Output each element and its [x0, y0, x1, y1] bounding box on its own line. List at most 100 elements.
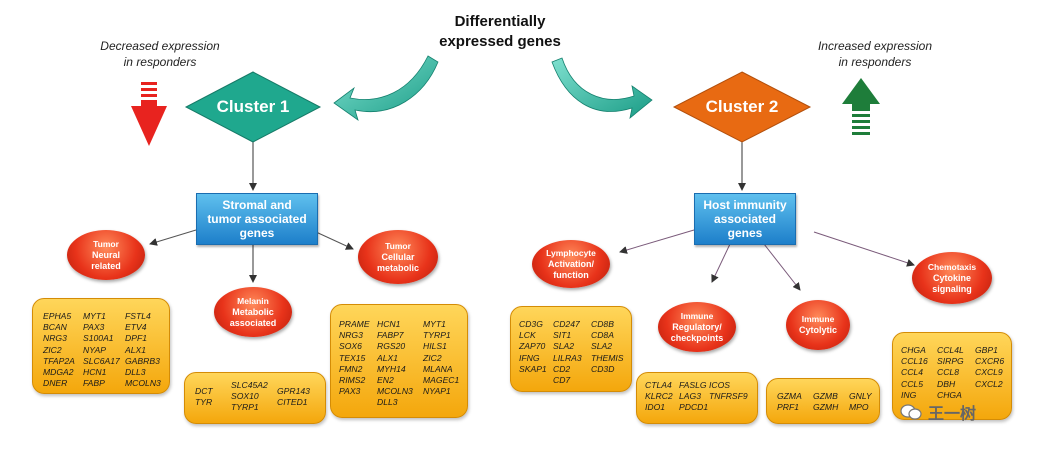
gene-label: SLA2: [591, 341, 613, 352]
gene-label: CD247: [553, 319, 580, 329]
gene-label: ALX1: [125, 344, 147, 355]
gene-label: NYAP: [83, 344, 106, 355]
gene-label: CD3D: [591, 363, 615, 374]
gene-label: FSTL4: [125, 311, 151, 321]
gene-label: GNLY: [849, 391, 872, 401]
gene-label: GPR143: [277, 386, 310, 396]
gene-label: DPF1: [125, 333, 147, 344]
oval-line: Cellular: [381, 251, 415, 262]
gene-label: LILRA3: [553, 352, 582, 363]
gene-label: ZIC2: [43, 344, 62, 355]
gene-label: KLRC2: [645, 391, 673, 402]
gene-label: ETV4: [125, 322, 147, 333]
oval-line: associated: [229, 317, 277, 328]
gene-label: PRAME: [339, 319, 370, 329]
oval-line: Lymphocyte: [546, 247, 596, 258]
immune-regulatory-oval: Immune Regulatory/ checkpoints: [658, 302, 736, 352]
gene-label: ZAP70: [519, 341, 546, 352]
gene-label: EN2: [377, 375, 394, 386]
gene-label: SIRPG: [937, 356, 964, 367]
cluster2-node: Cluster 2: [676, 72, 808, 142]
gene-label: LAG3: [679, 391, 701, 402]
gene-label: SKAP1: [519, 363, 547, 374]
gene-label: MLANA: [423, 363, 453, 374]
gene-label: CXCR6: [975, 356, 1005, 367]
oval-line: Immune: [680, 310, 714, 321]
gene-label: CHGA: [937, 389, 962, 400]
stromal-tumor-genes-box: Stromal and tumor associated genes: [196, 193, 318, 245]
gene-label: TFAP2A: [43, 355, 75, 366]
oval-line: Immune: [801, 314, 835, 324]
gene-label: CCL8: [937, 367, 959, 378]
gene-label: IFNG: [519, 352, 540, 363]
oval-line: related: [91, 260, 121, 271]
gene-label: SOX6: [339, 341, 362, 352]
gene-label: BCAN: [43, 322, 67, 333]
melanin-metabolic-oval: Melanin Metabolic associated: [214, 287, 292, 337]
gene-label: GZMA: [777, 391, 802, 401]
cluster1-node: Cluster 1: [187, 72, 319, 142]
gene-label: DCT: [195, 386, 213, 396]
connector-box2-to-chemotaxis: [813, 231, 915, 267]
gene-label: CXCL9: [975, 367, 1003, 378]
gene-label: SLA2: [553, 341, 575, 352]
gene-label: CCL5: [901, 378, 923, 389]
oval-line: Cytokine: [932, 272, 971, 283]
connector-box1-to-cellular: [315, 231, 354, 250]
gene-label: GZMB: [813, 391, 838, 401]
connector-box1-to-neural: [149, 229, 197, 246]
gene-label: FABP: [83, 378, 105, 389]
gene-label: EPHA5: [43, 311, 72, 321]
gene-label: CD3G: [519, 319, 543, 329]
gene-label: CCL4: [901, 367, 923, 378]
gene-label: TYRP1: [231, 402, 259, 413]
gene-label: PRF1: [777, 402, 799, 413]
gene-label: HILS1: [423, 341, 447, 352]
decreased-expression-note: Decreased expression in responders: [100, 39, 220, 69]
decreased-down-arrow-icon: [131, 82, 167, 146]
gene-label: MDGA2: [43, 367, 74, 378]
oval-line: function: [553, 269, 589, 280]
gene-label: PAX3: [339, 386, 361, 397]
gene-label: IDO1: [645, 402, 666, 413]
watermark-text: 王一树: [928, 406, 977, 423]
gene-label: HCN1: [83, 367, 107, 378]
gene-label: DLL3: [125, 367, 146, 378]
gene-label: GZMH: [813, 402, 839, 413]
oval-line: Activation/: [547, 258, 594, 269]
curved-arrow-right-icon: [551, 57, 653, 120]
gene-label: TEX15: [339, 352, 366, 363]
gene-label: CD8B: [591, 319, 614, 329]
oval-line: metabolic: [376, 262, 419, 273]
gene-label: MYT1: [423, 319, 446, 329]
gene-label: FMN2: [339, 363, 363, 374]
cluster1-label: Cluster 1: [216, 97, 290, 116]
gene-label: MYT1: [83, 311, 106, 321]
connector-box2-to-lymphocyte: [619, 229, 695, 254]
gene-label: NYAP1: [423, 386, 451, 397]
gene-label: TNFRSF9: [709, 391, 748, 402]
gene-label: DBH: [937, 378, 956, 389]
chemotaxis-cytokine-oval: Chemotaxis Cytokine signaling: [912, 252, 992, 304]
lymphocyte-activation-oval: Lymphocyte Activation/ function: [532, 240, 610, 288]
gene-label: GABRB3: [125, 355, 160, 366]
gene-label: MCOLN3: [125, 378, 161, 389]
gene-label: CXCL2: [975, 378, 1003, 389]
gene-label: LCK: [519, 330, 536, 341]
curved-arrow-left-icon: [333, 55, 439, 121]
